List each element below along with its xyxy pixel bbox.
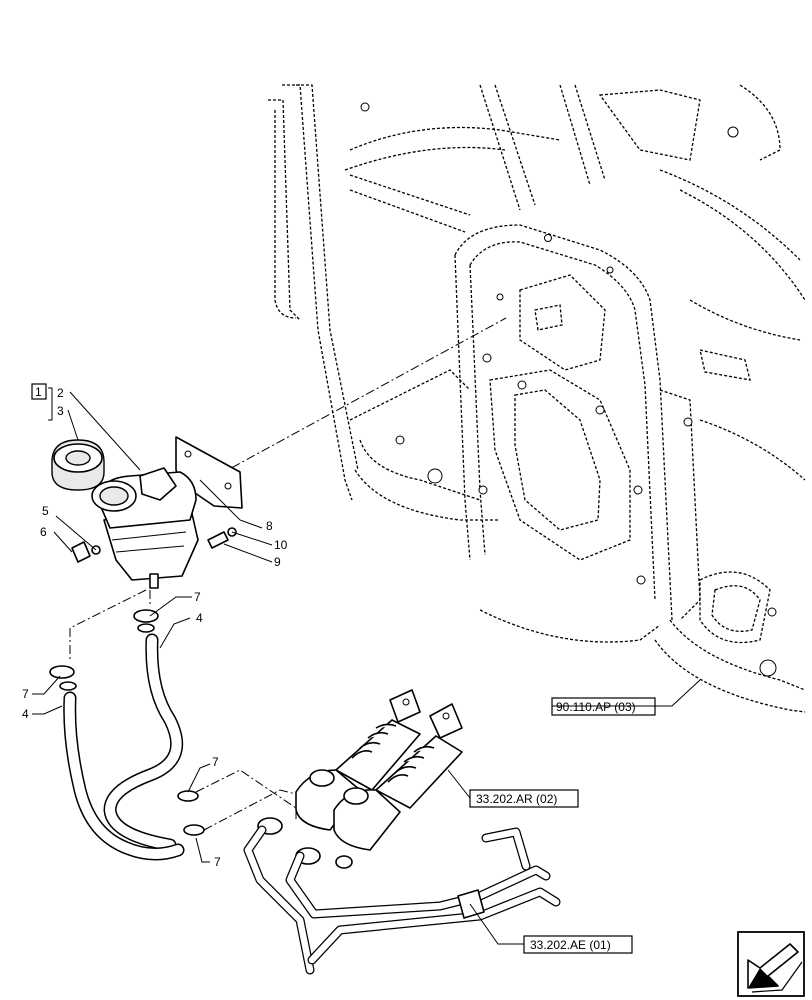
screw-washer	[71, 541, 101, 563]
callout-3: 3	[57, 404, 64, 418]
clamp-left	[49, 665, 77, 691]
hoses	[63, 633, 185, 861]
callout-4-left: 4	[22, 707, 29, 721]
reference-90-110-ap[interactable]: 90.110.AP (03)	[551, 697, 656, 716]
reference-33-202-ae[interactable]: 33.202.AE (01)	[523, 935, 633, 954]
reference-33-202-ae-label: 33.202.AE (01)	[530, 938, 611, 952]
callout-1: 1	[35, 385, 42, 399]
hose-alignment-line-1	[69, 589, 151, 660]
callout-leaders	[32, 387, 701, 945]
callout-5: 5	[42, 504, 49, 518]
callout-7-left: 7	[22, 687, 29, 701]
callout-6: 6	[40, 525, 47, 539]
reference-boxes: 90.110.AP (03) 33.202.AR (02) 33.202.AE …	[469, 697, 656, 954]
hose-clamps	[49, 609, 205, 836]
brake-pipes	[243, 825, 561, 975]
callout-7-top: 7	[194, 590, 201, 604]
clamp-low	[183, 824, 205, 836]
reservoir-assembly	[51, 436, 243, 589]
callout-4-right: 4	[196, 611, 203, 625]
callout-7-low: 7	[214, 855, 221, 869]
clamp-top	[133, 609, 159, 633]
cylinder-right	[333, 703, 463, 851]
reservoir-cap	[51, 439, 105, 491]
mount-alignment-line	[201, 317, 507, 485]
view-direction-arrow-icon[interactable]	[737, 931, 805, 997]
callout-7-mid: 7	[212, 755, 219, 769]
bolt-spacer	[207, 527, 237, 549]
frame-bolts	[360, 102, 777, 677]
cab-frame	[268, 84, 806, 713]
reference-33-202-ar[interactable]: 33.202.AR (02)	[469, 789, 579, 808]
callout-10: 10	[274, 538, 288, 552]
reference-33-202-ar-label: 33.202.AR (02)	[476, 792, 557, 806]
hose-alignment-line-3	[203, 789, 321, 831]
kit-bracket-box	[31, 383, 47, 400]
callout-9: 9	[274, 555, 281, 569]
brake-master-cylinders	[257, 689, 463, 869]
callout-8: 8	[266, 519, 273, 533]
clamp-mid	[177, 790, 199, 802]
reservoir-tank	[91, 467, 199, 589]
callout-numbers: 1 2 3 5 6 8 10 9 7 4 7 4 7 7	[22, 383, 288, 869]
reference-90-110-ap-label: 90.110.AP (03)	[556, 700, 636, 714]
callout-2: 2	[57, 386, 64, 400]
hose-alignment-line-2	[195, 769, 297, 820]
